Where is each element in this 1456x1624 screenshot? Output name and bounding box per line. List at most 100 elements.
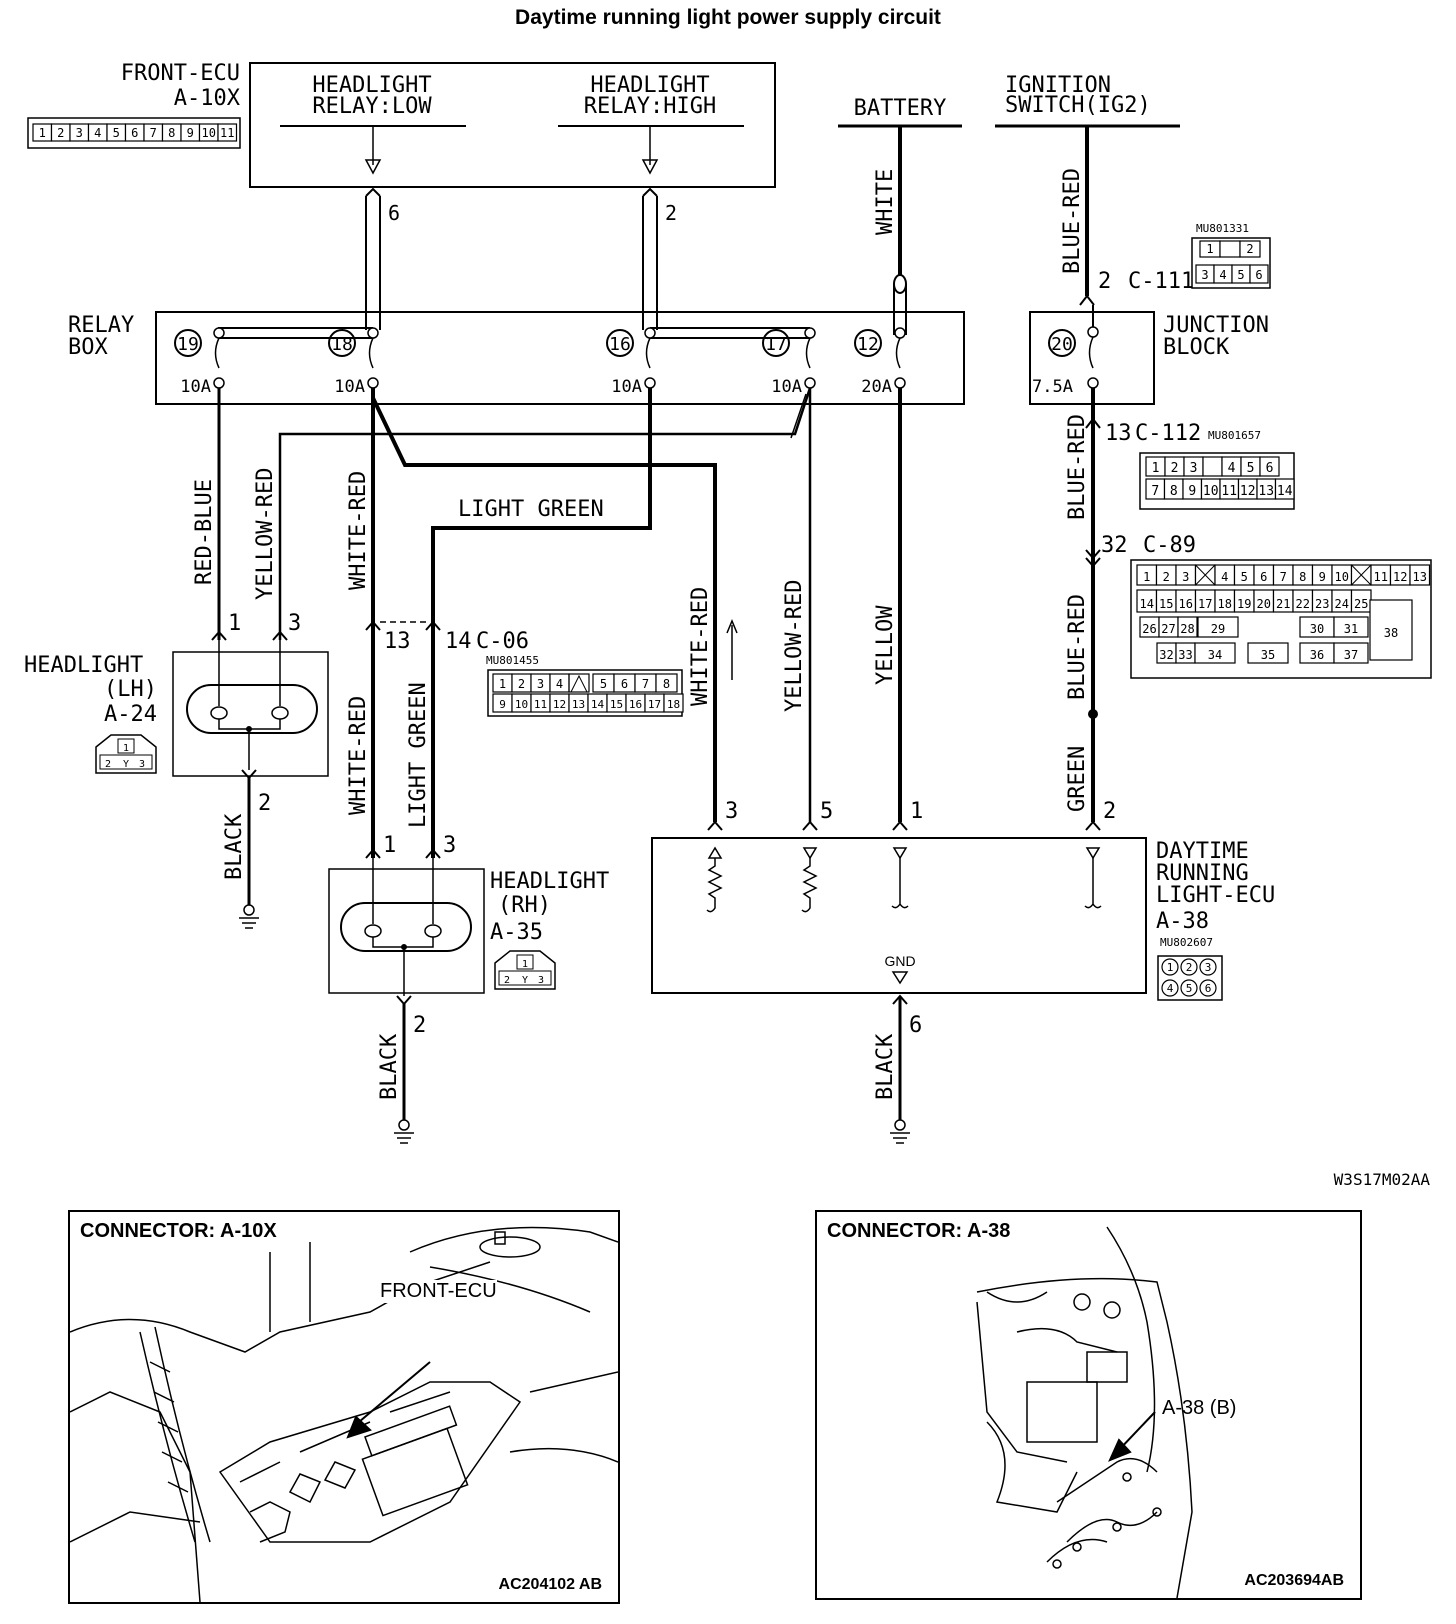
a38-pin-cell: [1180, 979, 1198, 997]
arrow-down-icon: [891, 971, 909, 985]
c89-pin-label: 21: [1276, 597, 1290, 611]
c112-pin-label: 8: [1170, 484, 1178, 499]
c89-pin-label: 19: [1237, 597, 1251, 611]
fuse-number: 16: [609, 334, 631, 355]
c111-pin: 2: [1098, 269, 1111, 294]
a38-pin-cell: [1180, 958, 1198, 976]
c89-pin-label: 16: [1179, 597, 1193, 611]
a35-icon-pin-label: 2: [504, 975, 510, 986]
c89-pin-label: 1: [1143, 570, 1150, 584]
c89-pin-label: 6: [1260, 570, 1267, 584]
fuse-number-circle: [854, 329, 882, 357]
headlight-lh-bulb-icon: [186, 684, 318, 734]
c06-pin-label: 10: [515, 698, 528, 711]
c89-pin-label: 10: [1335, 570, 1349, 584]
c89-pin: 32: [1101, 533, 1128, 558]
c89-pin-label: 12: [1393, 570, 1407, 584]
drl-ecu-gnd-label: GND: [884, 953, 915, 969]
drl-ecu-part-number: MU802607: [1160, 936, 1213, 949]
c06-pin-label: 18: [667, 698, 680, 711]
c111-cell: [1249, 264, 1269, 284]
c112-pin-label: 11: [1221, 484, 1237, 499]
c89-pin-label: 4: [1221, 570, 1228, 584]
wire-blue-red-2: BLUE-RED: [1065, 594, 1090, 700]
drl-ecu-box: [651, 837, 1147, 994]
relay-box: [155, 311, 965, 405]
c06-pin-label: 6: [621, 677, 628, 691]
front-ecu-callout: FRONT-ECU: [380, 1280, 497, 1303]
drl-ecu-label-1: DAYTIME: [1156, 839, 1249, 864]
c111-pin-label: 5: [1237, 268, 1244, 282]
fuse-symbol-icon: [805, 337, 811, 369]
a10x-pin-label: 9: [187, 126, 194, 140]
c06-pin-label: 15: [610, 698, 623, 711]
a10x-pin-label: 10: [202, 126, 216, 140]
headlight-lh-connector: A-24: [104, 702, 157, 727]
a10x-pin-label: 4: [94, 126, 101, 140]
c89-pin-label: 29: [1211, 622, 1225, 636]
fuse-symbol-icon: [368, 337, 374, 369]
c89-pin-label: 15: [1159, 597, 1173, 611]
fuse-number: 12: [857, 334, 879, 355]
c06-pin-label: 2: [518, 677, 525, 691]
c112-part-number: MU801657: [1208, 429, 1261, 442]
c06-pin-label: 12: [553, 698, 566, 711]
a38-pin-label: 1: [1167, 961, 1174, 974]
headlight-lh-box: [172, 651, 329, 777]
c112-pin-label: 9: [1188, 484, 1196, 499]
a10x-pin-label: 1: [39, 126, 46, 140]
a10x-cell: [217, 123, 238, 142]
c112-pin-label: 14: [1277, 484, 1293, 499]
a10x-pin-label: 5: [113, 126, 120, 140]
resistor-symbol-icon: [706, 858, 723, 913]
resistor-symbol-icon: [801, 858, 818, 913]
a10x-pin-label: 8: [168, 126, 175, 140]
panel-a38-code: AC203694AB: [1244, 1572, 1344, 1589]
panel-a10x-code: AC204102 AB: [498, 1576, 602, 1593]
c89-pin-label: 25: [1354, 597, 1368, 611]
c89-cell: [1247, 642, 1289, 664]
c06-cell: [655, 673, 678, 693]
a24-icon-pin-label: Y: [123, 759, 129, 770]
wire-black-lh: BLACK: [222, 813, 247, 880]
junction-block-label-2: BLOCK: [1163, 335, 1230, 360]
drl-ecu-pin-number: 3: [725, 799, 738, 824]
c112-pin-label: 1: [1152, 461, 1160, 476]
ignition-label-2: SWITCH(IG2): [1005, 93, 1151, 118]
c89-cell: [1409, 564, 1431, 586]
a24-icon-pin-label: 2: [105, 759, 111, 770]
c06-pin-label: 5: [600, 677, 607, 691]
c06-pin-a: 13: [384, 629, 411, 654]
headlight-lh-label-2: (LH): [104, 677, 157, 702]
headlight-lh-pin2: 2: [258, 791, 271, 816]
c06-pin-b: 14: [445, 629, 472, 654]
ignition-label-1: IGNITION: [1005, 73, 1111, 98]
wire-blue-red-1: BLUE-RED: [1065, 414, 1090, 520]
a10x-pin-label: 3: [76, 126, 83, 140]
fuse-number-circle: [762, 329, 790, 357]
wire-black-ecu: BLACK: [873, 1033, 898, 1100]
a38-pin-label: 4: [1167, 982, 1174, 995]
c89-pin-label: 30: [1310, 622, 1324, 636]
fuse-rating: 10A: [771, 377, 802, 397]
front-ecu-label: FRONT-ECU: [121, 61, 240, 86]
relay-high-line2: RELAY:HIGH: [584, 94, 716, 119]
a10x-pin-label: 11: [220, 126, 234, 140]
splice-point: [1088, 709, 1098, 719]
ignition-wire-color: BLUE-RED: [1060, 168, 1085, 274]
c89-pin-label: 3: [1182, 570, 1189, 584]
headlight-rh-pin3: 3: [443, 833, 456, 858]
relay-box-label-2: BOX: [68, 335, 108, 360]
connector-panel-a38: CONNECTOR: A-38 A-38 (B) AC203694AB: [815, 1210, 1362, 1600]
c89-pin-label: 36: [1310, 648, 1324, 662]
fuse-number-circle: [174, 329, 202, 357]
a38-pin-label: 6: [1205, 982, 1212, 995]
headlight-rh-bulb-icon: [340, 902, 472, 952]
wire-yellow: YELLOW: [873, 605, 898, 685]
a38-pin-cell: [1161, 979, 1179, 997]
c112-pin-label: 13: [1258, 484, 1274, 499]
fuse-symbol-icon: [895, 337, 901, 369]
